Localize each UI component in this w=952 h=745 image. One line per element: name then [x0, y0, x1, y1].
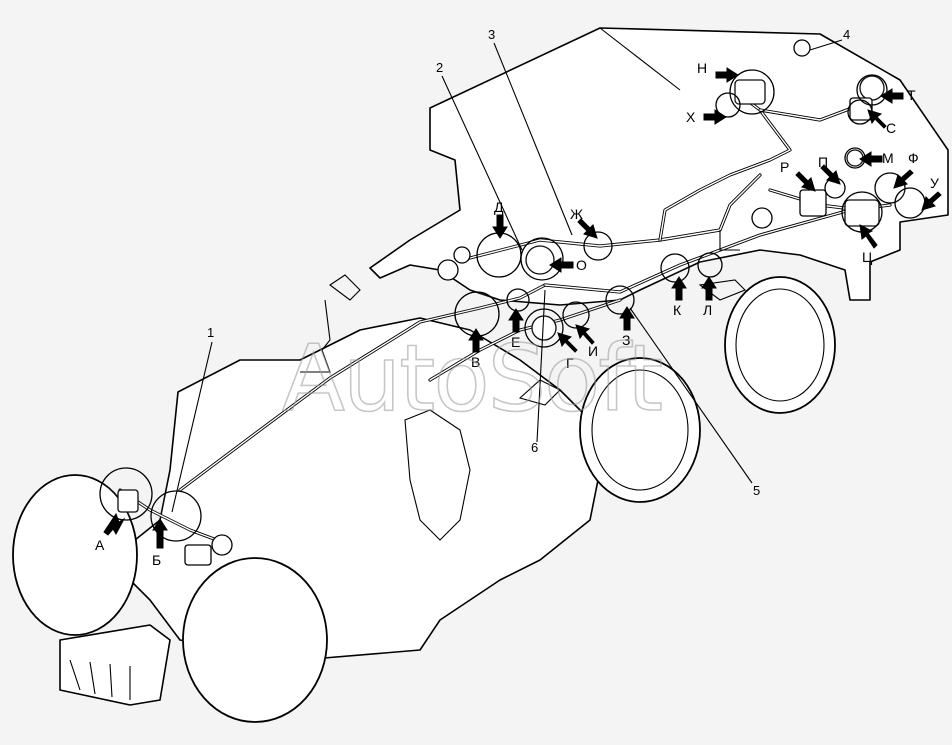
letter-labels: А Б В Е Г И З К Л Д Ж О Н Х Т С М Ф У Р …: [95, 60, 939, 568]
callout-Kh: [715, 92, 741, 118]
arrow-Ts: [859, 224, 878, 249]
arrow-L: [701, 276, 717, 301]
label-I: И: [588, 343, 598, 359]
arrow-K: [671, 276, 687, 301]
part-number-3: 3: [488, 27, 495, 42]
front-brake-chamber-right: [211, 534, 233, 556]
arrow-M: [859, 151, 883, 167]
callout-Z: [605, 285, 635, 315]
arrow-Kh: [703, 109, 727, 125]
label-V: В: [471, 354, 480, 370]
arrow-P: [820, 164, 841, 185]
callout-U: [894, 187, 926, 219]
arrow-Zh: [577, 218, 598, 239]
part-number-5: 5: [753, 483, 760, 498]
label-F: Ф: [908, 150, 919, 166]
callout-I: [562, 301, 590, 329]
label-Kh: Х: [686, 109, 696, 125]
callout-Zh: [583, 231, 613, 261]
components: [117, 39, 885, 566]
callout-N: [729, 69, 775, 115]
front-brake-chamber-left: [117, 489, 139, 513]
rear-wheel-2: [724, 276, 836, 414]
label-Z: З: [622, 332, 630, 348]
callout-T: [856, 74, 888, 106]
arrow-F: [893, 169, 914, 189]
arrow-R: [795, 171, 816, 192]
pointer-arrows: [103, 67, 942, 549]
arrow-N: [715, 67, 739, 83]
label-B: Б: [152, 552, 161, 568]
front-left-wheel: [12, 474, 138, 636]
arrow-D: [492, 214, 508, 239]
part-number-1: 1: [207, 325, 214, 340]
label-S: С: [886, 120, 896, 136]
device-O: [525, 245, 555, 275]
label-L: Л: [703, 302, 712, 318]
part-number-4: 4: [843, 27, 850, 42]
arrow-E: [508, 308, 524, 333]
label-G: Г: [566, 355, 574, 371]
label-K: К: [673, 302, 682, 318]
device-4: [793, 39, 811, 57]
front-right-wheel: [182, 557, 328, 723]
callout-K: [660, 253, 690, 283]
front-valve: [184, 544, 212, 566]
arrow-Z: [619, 306, 635, 331]
watermark: AutoSoft: [282, 325, 661, 432]
label-Ts: Ц: [862, 249, 873, 265]
label-N: Н: [697, 60, 707, 76]
arrow-G: [557, 332, 578, 353]
arrow-S: [867, 109, 887, 129]
callout-L: [697, 252, 723, 278]
label-Zh: Ж: [570, 206, 583, 222]
label-O: О: [576, 257, 587, 273]
arrow-U: [921, 191, 942, 211]
label-A: А: [95, 537, 105, 553]
arrow-V: [468, 328, 484, 353]
arrow-I: [575, 324, 595, 345]
label-R: Р: [780, 159, 789, 175]
rear-wheel-1: [579, 357, 701, 503]
callout-O: [520, 237, 564, 281]
label-U: У: [930, 175, 939, 191]
arrow-T: [880, 88, 904, 104]
label-D: Д: [494, 199, 504, 215]
callout-D: [476, 232, 522, 278]
number-leaders: [171, 39, 843, 513]
part-numbers: 1 2 3 4 5 6: [207, 27, 850, 498]
arrow-B: [152, 518, 168, 549]
arrow-A: [103, 512, 126, 536]
callout-A: [99, 467, 153, 521]
label-M: М: [882, 150, 894, 166]
device-R: [799, 189, 827, 217]
arrow-O: [549, 257, 574, 273]
part-number-6: 6: [531, 440, 538, 455]
part-number-2: 2: [436, 60, 443, 75]
callout-E: [506, 288, 530, 312]
wheels: [12, 276, 836, 723]
label-T: Т: [907, 87, 916, 103]
label-E: Е: [511, 334, 520, 350]
label-P: П: [818, 154, 828, 170]
